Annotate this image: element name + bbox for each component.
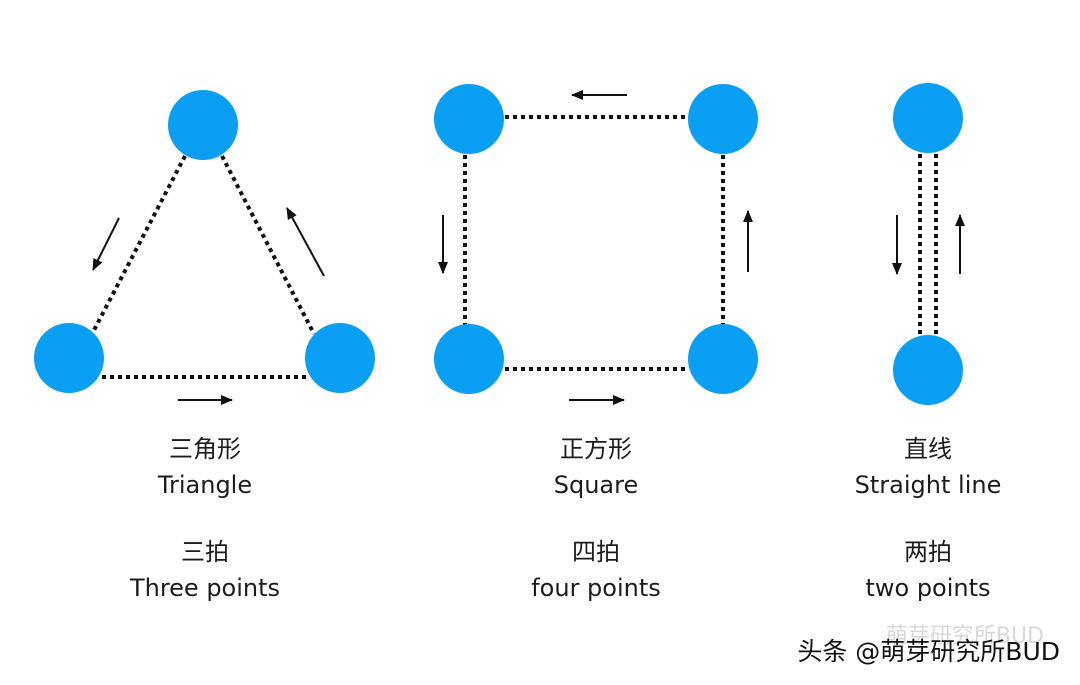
triangle-node-top	[168, 90, 238, 160]
square-node-bottom-left	[434, 324, 504, 394]
triangle-edge-right	[220, 155, 316, 335]
line-beats-en: two points	[865, 574, 991, 602]
triangle-beats-en: Three points	[129, 574, 281, 602]
square-title-en: Square	[553, 471, 639, 499]
square-shape	[434, 84, 758, 405]
triangle-title-en: Triangle	[157, 471, 253, 499]
triangle-arrow-left	[92, 217, 120, 271]
square-node-top-left	[434, 84, 504, 154]
watermark-ghost: 萌芽研究所BUD	[885, 624, 1044, 649]
line-beats-zh: 两拍	[904, 538, 952, 566]
straight-line-shape	[892, 83, 965, 405]
square-node-top-right	[688, 84, 758, 154]
triangle-edge-left	[90, 155, 187, 335]
triangle-node-bottom-right	[305, 323, 375, 393]
line-title-zh: 直线	[904, 435, 952, 463]
square-title-zh: 正方形	[560, 435, 632, 463]
line-node-bottom	[893, 335, 963, 405]
square-beats-en: four points	[531, 574, 661, 602]
line-title-en: Straight line	[854, 471, 1002, 499]
line-node-top	[893, 83, 963, 153]
triangle-beats-zh: 三拍	[181, 538, 229, 566]
triangle-shape	[34, 90, 375, 405]
triangle-node-bottom-left	[34, 323, 104, 393]
square-beats-zh: 四拍	[572, 538, 620, 566]
watermark: 头条 @萌芽研究所BUD	[797, 637, 1060, 666]
triangle-arrow-right	[286, 207, 325, 277]
triangle-title-zh: 三角形	[169, 435, 241, 463]
square-node-bottom-right	[688, 324, 758, 394]
